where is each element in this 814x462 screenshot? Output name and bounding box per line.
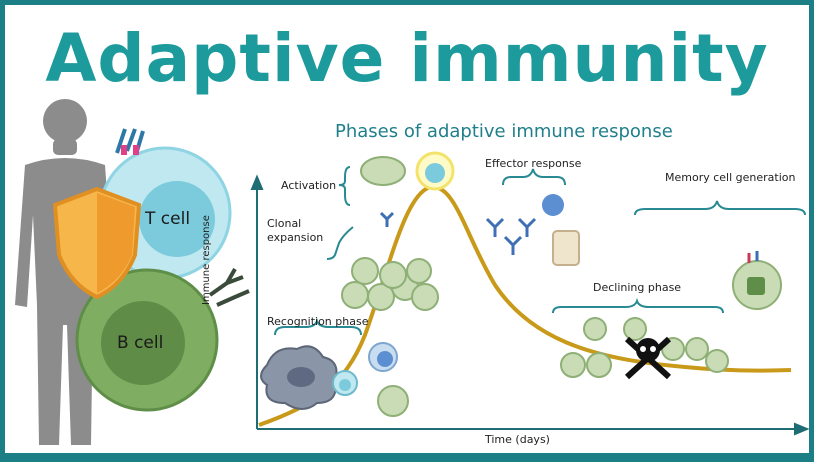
t-cell-receptor-icon xyxy=(115,128,145,154)
y-axis-label: Immune response xyxy=(201,215,212,305)
recognition-phase-label: Recognition phase xyxy=(267,315,369,328)
effector-response-label: Effector response xyxy=(485,157,582,170)
x-axis-label: Time (days) xyxy=(485,433,550,446)
antibody-icon xyxy=(208,268,250,307)
t-cell-small xyxy=(332,342,398,396)
page-title: Adaptive immunity xyxy=(45,20,769,97)
clonal-expansion-label-2: expansion xyxy=(267,231,324,244)
activation-label: Activation xyxy=(281,179,337,192)
skull-crossbones-icon xyxy=(624,336,672,380)
shield-icon xyxy=(52,186,142,300)
b-cell xyxy=(75,268,250,412)
chart-axes xyxy=(250,174,809,436)
clonal-expansion-label-1: Clonal xyxy=(267,217,302,230)
phase-braces xyxy=(274,166,806,336)
diagram-canvas xyxy=(15,99,809,445)
t-cell-label: T cell xyxy=(145,209,191,229)
immune-response-curve xyxy=(258,184,792,427)
activation-cells xyxy=(360,151,455,191)
memory-cell-generation-label: Memory cell generation xyxy=(665,171,796,184)
diagram-subtitle: Phases of adaptive immune response xyxy=(335,121,673,142)
slide: Adaptive immunity Phases of adaptive imm… xyxy=(5,5,809,453)
b-cell-label: B cell xyxy=(117,333,164,353)
antibody-cluster-icon xyxy=(379,211,537,255)
effector-cells xyxy=(542,194,580,266)
macrophage-icon xyxy=(260,345,338,410)
memory-cell xyxy=(732,251,782,310)
b-cell-small xyxy=(341,257,439,417)
declining-phase-label: Declining phase xyxy=(593,281,682,294)
